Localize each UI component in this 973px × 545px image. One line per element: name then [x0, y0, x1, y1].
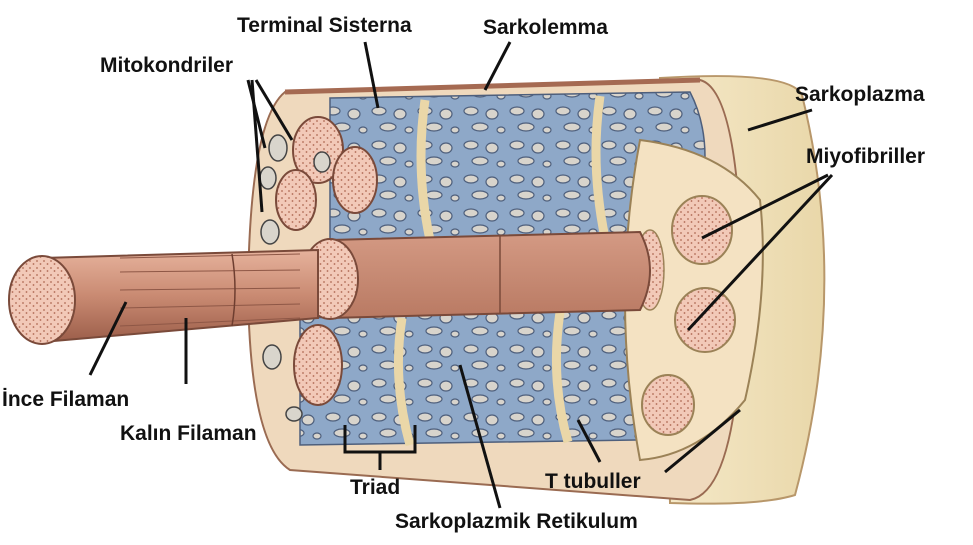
label-miyofibriller: Miyofibriller: [806, 145, 926, 168]
leader-mitokondriler-2: [250, 79, 264, 213]
protruding-myofibril: [8, 248, 319, 345]
label-triad: Triad: [350, 476, 401, 499]
label-sarkoplazma: Sarkoplazma: [795, 83, 925, 106]
label-sarkolemma: Sarkolemma: [483, 16, 608, 39]
label-mitokondriler: Mitokondriler: [100, 54, 234, 77]
leader-ince-filaman: [88, 301, 128, 376]
lower-reticulum: [299, 309, 651, 447]
leader-miyofibriller-2: [686, 173, 834, 332]
mitochondria: [259, 134, 331, 422]
central-myofibril: [301, 230, 651, 320]
leader-sarkoplazmik-retikulum: [458, 364, 502, 509]
label-t-tubuller: T tubuller: [545, 470, 641, 493]
triad-bracket: [343, 425, 417, 470]
leader-miyofibriller-1: [701, 173, 829, 240]
label-terminal-sisterna: Terminal Sisterna: [237, 14, 412, 37]
leader-terminal-sisterna: [363, 41, 380, 109]
leader-sarkolemma: [483, 41, 512, 91]
leader-mitokondriler-3: [254, 79, 294, 141]
label-ince-filaman: İnce Filaman: [2, 388, 130, 411]
leader-t-tubuller-1: [576, 419, 602, 463]
leader-lines: [88, 41, 834, 509]
lower-myofibril-end: [293, 324, 343, 406]
upper-myofibril-ends: [275, 116, 378, 231]
label-kalin-filaman: Kalın Filaman: [120, 422, 257, 445]
leader-t-tubuller-2: [664, 408, 741, 474]
leader-sarkoplazma: [747, 108, 813, 132]
leader-mitokondriler-1: [246, 79, 267, 149]
label-sarkoplazmik-retikulum: Sarkoplazmik Retikulum: [395, 510, 638, 533]
